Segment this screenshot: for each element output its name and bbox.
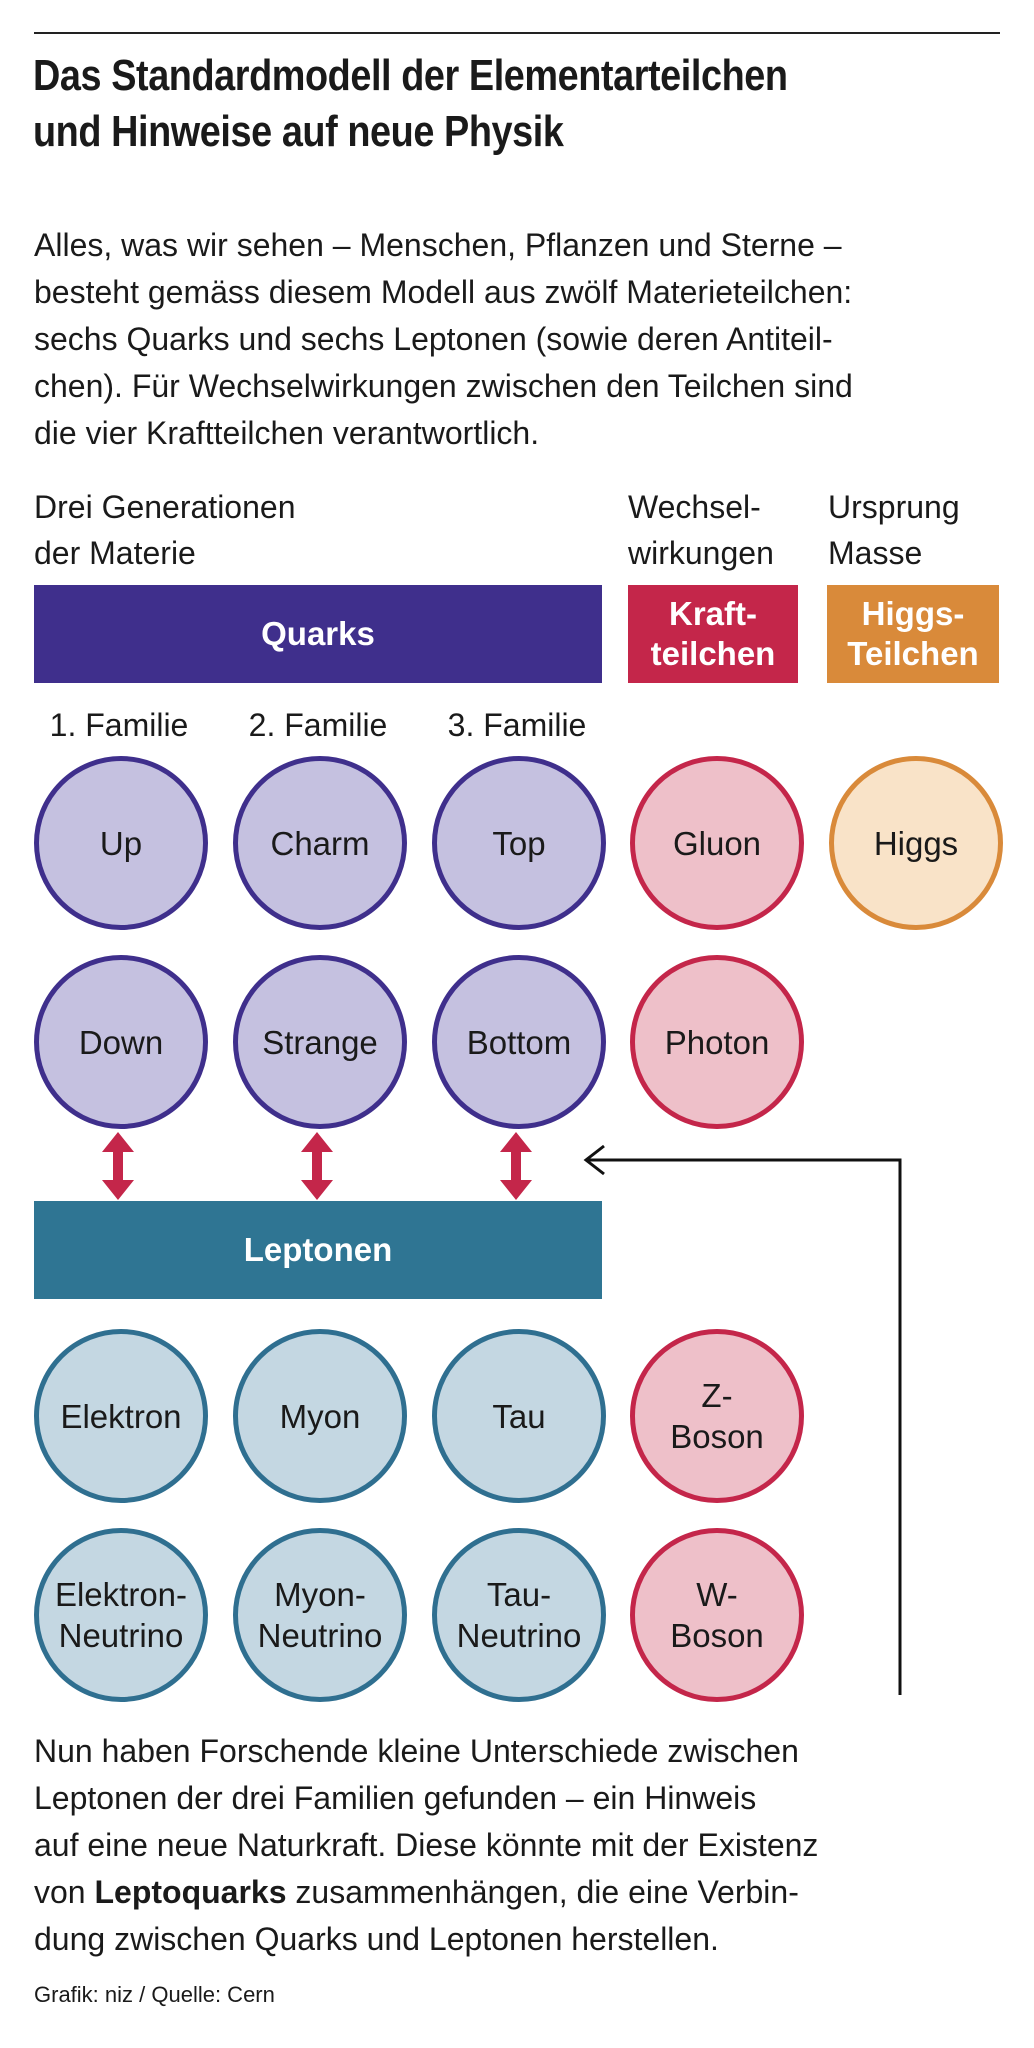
particle-photon: Photon [630,955,804,1129]
family-label-3: 3. Familie [447,707,587,743]
particle-label: Photon [664,1023,770,1061]
intro-line: die vier Kraftteilchen verantwortlich. [34,415,540,451]
particle-label-line: Tau- [486,1576,552,1613]
quarks-bar-label: Quarks [261,615,375,652]
particle-down: Down [34,955,208,1129]
particle-label: Top [492,824,546,862]
header-interactions-line: Wechsel- [628,489,761,525]
title-line-2: und Hinweise auf neue Physik [33,107,564,156]
particle-z-boson: Z- Boson [630,1329,804,1503]
particle-label-line: Myon- [274,1576,366,1613]
particle-tau-neutrino: Tau- Neutrino [432,1528,606,1702]
particle-label-line: Neutrino [257,1617,383,1654]
particle-charm: Charm [233,756,407,930]
double-arrow-icon [301,1132,333,1200]
leptoquark-arrow-icon [583,1144,902,1695]
top-rule [34,32,1000,34]
particle-label: Strange [262,1023,378,1061]
particle-label-line: Z- [701,1377,733,1414]
particle-elektron-neutrino: Elektron- Neutrino [34,1528,208,1702]
header-mass-line: Ursprung [828,489,960,525]
particle-label: Higgs [873,824,959,862]
double-arrow-icon [102,1132,134,1200]
outro-line: Nun haben Forschende kleine Unterschiede… [34,1733,799,1769]
header-generations-line: der Materie [34,535,196,571]
particle-label-line: Neutrino [58,1617,184,1654]
particle-label: Bottom [466,1023,572,1061]
family-label-1: 1. Familie [49,707,189,743]
particle-label: Myon [279,1397,361,1435]
quarks-bar: Quarks [34,585,602,683]
particle-label: Myon- Neutrino [258,1574,383,1656]
outro-text: von [34,1874,95,1910]
particle-label: W- Boson [670,1574,764,1656]
header-interactions-line: wirkungen [628,535,774,571]
outro-line: auf eine neue Naturkraft. Diese könnte m… [34,1827,819,1863]
leptons-bar-label: Leptonen [243,1231,393,1268]
particle-gluon: Gluon [630,756,804,930]
leptons-bar: Leptonen [34,1201,602,1299]
particle-label: Down [78,1023,164,1061]
particle-label: Gluon [672,824,762,862]
particle-label-line: Neutrino [456,1617,582,1654]
particle-label: Z- Boson [670,1375,764,1457]
intro-paragraph: Alles, was wir sehen – Menschen, Pflanze… [34,222,1014,457]
particle-label-line: Boson [670,1617,764,1654]
particle-up: Up [34,756,208,930]
double-arrow-icon [500,1132,532,1200]
source-credit: Grafik: niz / Quelle: Cern [34,1982,275,2007]
particle-label: Elektron- Neutrino [55,1574,187,1656]
force-bar-line: Kraft- [668,595,757,632]
particle-myon: Myon [233,1329,407,1503]
page-title: Das Standardmodell der Elementarteilchen… [33,48,867,160]
header-generations: Drei Generationen der Materie [34,484,295,576]
particle-elektron: Elektron [34,1329,208,1503]
header-mass-line: Masse [828,535,923,571]
particle-label: Up [99,824,143,862]
title-line-1: Das Standardmodell der Elementarteilchen [33,51,788,100]
header-interactions: Wechsel- wirkungen [628,484,774,576]
force-bar-line: teilchen [650,635,776,672]
intro-line: besteht gemäss diesem Modell aus zwölf M… [34,274,853,310]
intro-line: Alles, was wir sehen – Menschen, Pflanze… [34,227,842,263]
family-label-2: 2. Familie [248,707,388,743]
particle-top: Top [432,756,606,930]
header-generations-line: Drei Generationen [34,489,296,525]
particle-label: Tau [492,1397,546,1435]
outro-text: zusammenhängen, die eine Verbin- [286,1874,799,1910]
particle-higgs: Higgs [829,756,1003,930]
particle-label-line: W- [696,1576,738,1613]
higgs-bar-line: Higgs- [861,595,965,632]
outro-line: dung zwischen Quarks und Leptonen herste… [34,1921,719,1957]
particle-label: Tau- Neutrino [457,1574,582,1656]
force-particles-bar: Kraft- teilchen [628,585,798,683]
outro-line: von Leptoquarks zusammenhängen, die eine… [34,1869,1014,1916]
particle-bottom: Bottom [432,955,606,1129]
outro-paragraph: Nun haben Forschende kleine Unterschiede… [34,1728,1014,1963]
higgs-particles-bar: Higgs- Teilchen [827,585,999,683]
particle-myon-neutrino: Myon- Neutrino [233,1528,407,1702]
leptoquarks-emphasis: Leptoquarks [94,1874,287,1910]
particle-label: Charm [270,824,370,862]
intro-line: sechs Quarks und sechs Leptonen (sowie d… [34,321,833,357]
particle-label: Elektron [60,1397,182,1435]
outro-line: Leptonen der drei Familien gefunden – ei… [34,1780,757,1816]
particle-w-boson: W- Boson [630,1528,804,1702]
header-mass: Ursprung Masse [828,484,960,576]
particle-label-line: Elektron- [54,1576,188,1613]
double-arrows [102,1132,532,1200]
higgs-bar-line: Teilchen [847,635,979,672]
particle-tau: Tau [432,1329,606,1503]
intro-line: chen). Für Wechselwirkungen zwischen den… [34,368,853,404]
particle-label-line: Boson [670,1418,764,1455]
particle-strange: Strange [233,955,407,1129]
